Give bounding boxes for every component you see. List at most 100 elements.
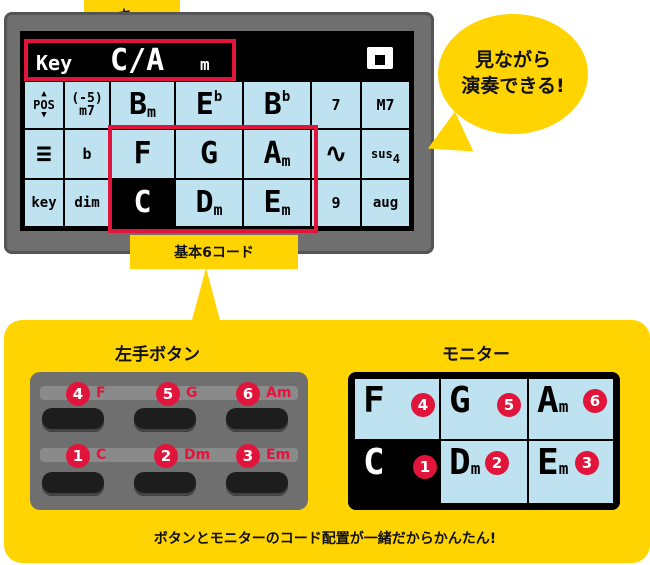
sus4-sub: 4: [392, 152, 400, 166]
button-am[interactable]: [226, 408, 288, 432]
chord-c[interactable]: C: [110, 179, 175, 227]
aug-button[interactable]: aug: [361, 179, 410, 227]
seven-button[interactable]: 7: [311, 81, 361, 129]
basic-chords-tag-label: 基本6コード: [174, 245, 254, 261]
monitor-chord-sub: m: [470, 459, 481, 478]
button-number-badge: 6: [236, 382, 260, 406]
vibrato-button[interactable]: ∿: [311, 129, 361, 179]
monitor-chord: F: [363, 380, 385, 421]
button-number-badge: 1: [66, 444, 90, 468]
chord-am-sub: m: [281, 151, 291, 170]
button-f[interactable]: [42, 408, 104, 432]
key-prefix: Key: [36, 51, 73, 75]
aug-label: aug: [372, 195, 399, 211]
maj7-button[interactable]: M7: [361, 81, 410, 129]
button-dm[interactable]: [134, 472, 196, 496]
button-chord-label: G: [186, 385, 198, 401]
monitor-chord-sub: m: [558, 459, 569, 478]
left-hand-button-panel: 4 F 5 G 6 Am 1 C 2 Dm 3 Em: [30, 372, 308, 510]
monitor-chord-root: D: [449, 442, 471, 483]
monitor-display: F 4 G 5 Am 6 C 1 Dm 2 Em 3: [348, 372, 620, 510]
monitor-number-badge: 3: [575, 451, 599, 475]
monitor-chord-sub: m: [558, 397, 569, 416]
monitor-number-badge: 4: [411, 393, 435, 417]
chord-eb-flat: b: [213, 89, 223, 105]
up-arrow-icon: ▲: [41, 89, 47, 99]
chord-eb-root: E: [195, 87, 214, 122]
button-em[interactable]: [226, 472, 288, 496]
button-number-badge: 2: [154, 444, 178, 468]
dim-button[interactable]: dim: [64, 179, 110, 227]
key-display: Key C/A m: [24, 39, 410, 78]
button-chord-label: Am: [266, 385, 292, 401]
key-highlight-box: [24, 39, 236, 81]
basic-chords-highlight-box: [108, 125, 318, 233]
chord-dm-root: D: [195, 185, 214, 220]
bubble-line-2: 演奏できる!: [461, 75, 565, 97]
button-chord-label: F: [96, 385, 106, 401]
m7b5-button[interactable]: (-5) m7: [64, 81, 110, 129]
monitor-number-badge: 5: [497, 393, 521, 417]
chord-am-root: A: [263, 136, 282, 171]
monitor-cell-em: Em 3: [528, 440, 614, 504]
monitor-chord-root: E: [537, 442, 559, 483]
nine-label: 9: [331, 193, 341, 212]
monitor-title: モニター: [442, 345, 510, 365]
maj7-label: M7: [376, 95, 395, 114]
key-suffix: m: [200, 55, 210, 74]
chord-em-root: E: [263, 185, 282, 220]
chord-bm-root: B: [128, 87, 148, 122]
monitor-cell-dm: Dm 2: [440, 440, 528, 504]
monitor-cell-f: F 4: [354, 378, 440, 440]
nine-button[interactable]: 9: [311, 179, 361, 227]
monitor-chord: Dm: [449, 445, 480, 481]
bubble-line-1: 見ながら: [474, 49, 551, 72]
menu-button[interactable]: ≡: [24, 129, 64, 179]
folder-icon: [367, 47, 393, 69]
key-button[interactable]: key: [24, 179, 64, 227]
button-number-badge: 5: [156, 382, 180, 406]
button-chord-label: Dm: [184, 447, 211, 463]
monitor-number-badge: 6: [583, 389, 607, 413]
monitor-chord: G: [449, 380, 471, 421]
button-chord-label: C: [96, 447, 107, 463]
monitor-cell-c: C 1: [354, 440, 440, 504]
button-number-badge: 3: [236, 444, 260, 468]
monitor-cell-am: Am 6: [528, 378, 614, 440]
pos-button[interactable]: ▲ POS ▼: [24, 81, 64, 129]
monitor-chord-root: A: [537, 380, 559, 421]
monitor-number-badge: 2: [485, 451, 509, 475]
left-hand-buttons-title: 左手ボタン: [115, 345, 200, 365]
tilde-icon: ∿: [325, 139, 347, 169]
seven-label: 7: [331, 95, 341, 114]
chord-f[interactable]: F: [110, 129, 175, 179]
pos-label: POS: [33, 98, 55, 112]
monitor-chord: C: [363, 442, 385, 483]
button-g[interactable]: [134, 408, 196, 432]
monitor-chord: Em: [537, 445, 568, 481]
key-value: C/A: [110, 43, 165, 78]
dim-label: dim: [74, 195, 100, 211]
button-number-badge: 4: [66, 382, 90, 406]
chord-bb-root: B: [263, 87, 282, 122]
chord-dm-sub: m: [213, 200, 223, 219]
m7b5-top: (-5): [71, 91, 103, 106]
chord-f-root: F: [133, 136, 152, 171]
button-c[interactable]: [42, 472, 104, 496]
chord-g-root: G: [199, 136, 219, 171]
flat-button[interactable]: b: [64, 129, 110, 179]
menu-icon: ≡: [36, 139, 52, 169]
sus4-label: sus: [371, 147, 393, 161]
chord-bb-flat: b: [281, 89, 291, 105]
footer-caption: ボタンとモニターのコード配置が一緒だからかんたん!: [153, 531, 497, 547]
chord-bm-sub: m: [147, 102, 157, 121]
chord-g[interactable]: G: [175, 129, 243, 179]
